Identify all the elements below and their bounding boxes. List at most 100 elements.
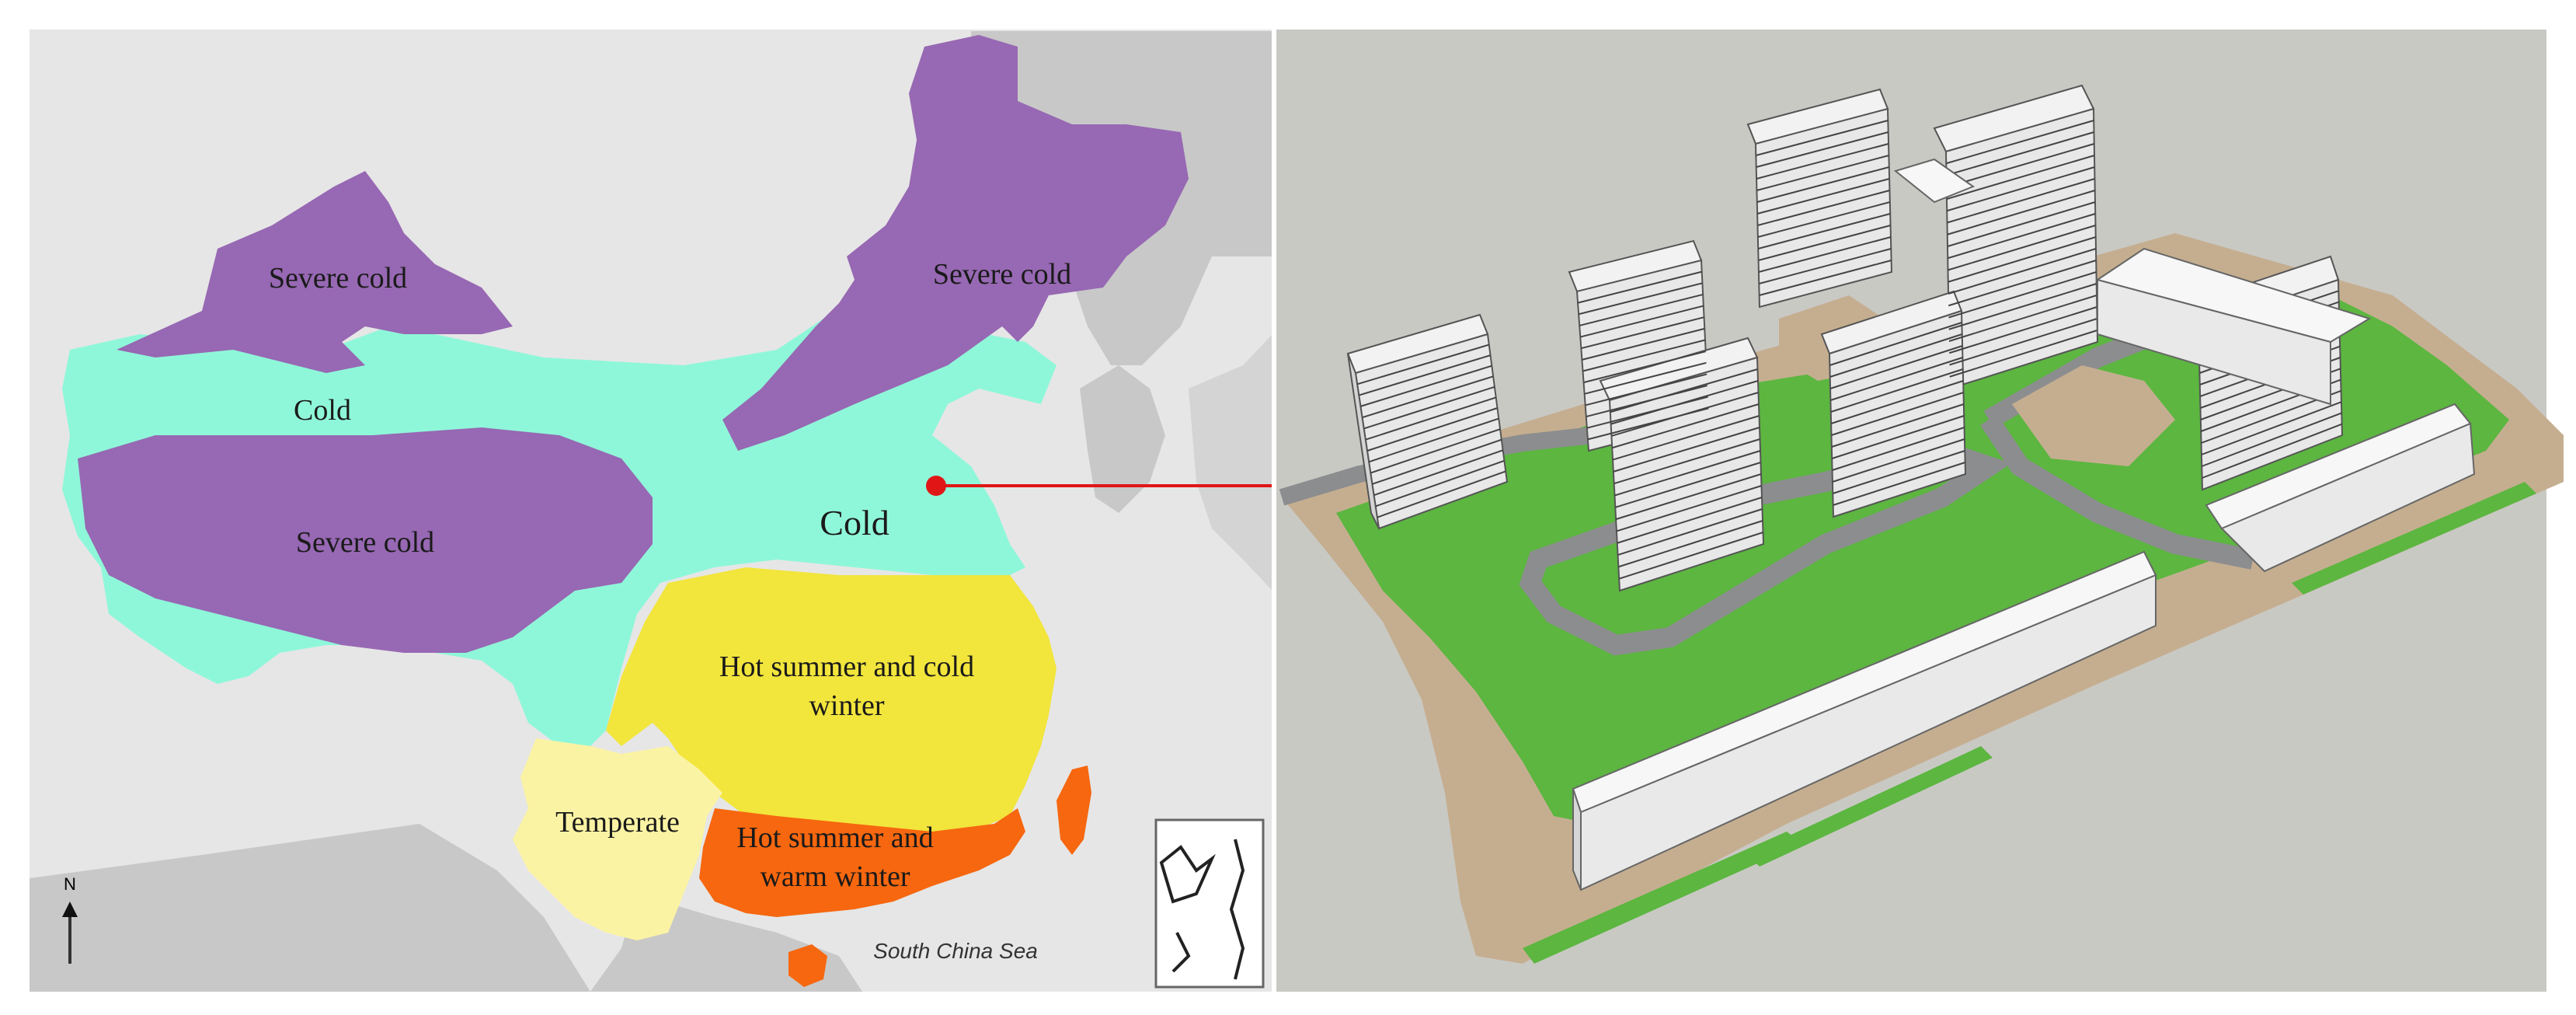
floor-line xyxy=(1583,351,1706,384)
floor-line xyxy=(1947,201,2096,247)
floor-line xyxy=(1618,520,1763,568)
floor-line xyxy=(1948,271,2097,319)
floor-line xyxy=(1362,375,1494,419)
floor-line xyxy=(1368,417,1499,463)
floor-line xyxy=(1610,380,1759,425)
floor-line xyxy=(1373,449,1503,497)
floor-line xyxy=(1757,213,1891,249)
map-region-temperate xyxy=(513,738,722,940)
road-loop-west xyxy=(1519,440,2012,656)
building-slab-east xyxy=(2205,403,2476,573)
north-arrow: N xyxy=(62,874,78,964)
floor-line xyxy=(1759,248,1892,284)
floor-line xyxy=(1948,225,2096,271)
floor-line xyxy=(1756,131,1888,168)
floor-line xyxy=(1946,131,2094,176)
floor-line xyxy=(1946,155,2095,200)
floor-line xyxy=(1582,339,1706,372)
building-slab-northeast xyxy=(2095,247,2372,406)
floor-line xyxy=(1947,213,2096,260)
floor-line xyxy=(1581,316,1704,350)
floor-line xyxy=(1614,450,1761,497)
floor-line xyxy=(1948,306,2097,354)
floor-line xyxy=(2202,423,2343,479)
floor-line xyxy=(1831,415,1965,459)
floor-line xyxy=(1580,305,1704,338)
floor-line xyxy=(1375,459,1505,508)
grass-strip-bottom xyxy=(1523,832,1802,964)
building-slab-front xyxy=(1572,550,2157,891)
floor-line xyxy=(1832,427,1965,471)
label-cold-northwest: Cold xyxy=(294,394,351,427)
floor-line xyxy=(1758,225,1891,261)
floor-line xyxy=(1829,333,1963,378)
floor-line xyxy=(1947,190,2096,235)
floor-line xyxy=(1577,270,1702,304)
japan-islands xyxy=(1189,334,1272,591)
korea-peninsula xyxy=(1080,365,1165,513)
label-hot-summer-cold-winter-line1: Hot summer and cold xyxy=(719,651,974,683)
floor-line xyxy=(1756,178,1890,215)
north-arrow-label: N xyxy=(64,874,76,894)
floor-line xyxy=(1366,407,1498,452)
floor-line xyxy=(1830,368,1964,413)
label-hot-summer-cold-winter-line2: winter xyxy=(809,689,884,722)
building-tower-a xyxy=(1346,313,1509,530)
floor-line xyxy=(1582,327,1705,361)
floor-line xyxy=(1618,532,1763,580)
label-severe-cold-west: Severe cold xyxy=(269,262,407,295)
floor-line xyxy=(1585,373,1707,406)
floor-line xyxy=(1578,282,1703,316)
floor-line xyxy=(1579,293,1704,326)
floor-line xyxy=(1613,427,1760,473)
floor-line xyxy=(1948,236,2097,283)
map-region-severe-cold-plateau xyxy=(78,427,653,653)
floor-line xyxy=(1610,368,1758,413)
floor-line xyxy=(1829,345,1963,389)
label-cold-north: Cold xyxy=(820,503,889,542)
floor-line xyxy=(1611,403,1760,449)
floor-line xyxy=(1948,248,2097,295)
floor-line xyxy=(1948,260,2097,307)
floor-line xyxy=(1363,385,1495,430)
location-marker xyxy=(926,476,946,496)
floor-line xyxy=(1756,143,1889,180)
floor-line xyxy=(1617,508,1763,556)
floor-line xyxy=(1831,403,1965,448)
floor-line xyxy=(1377,470,1506,518)
floor-line xyxy=(1833,462,1965,506)
map-island-hainan xyxy=(788,944,827,987)
map-region-hot-summer-cold-winter xyxy=(606,567,1057,839)
floor-line xyxy=(1756,155,1889,191)
site-model-view xyxy=(1276,30,2564,992)
floor-line xyxy=(1830,357,1963,401)
label-severe-cold-plateau: Severe cold xyxy=(296,526,434,559)
floor-line xyxy=(1948,295,2097,342)
floor-line xyxy=(1759,260,1892,296)
label-severe-cold-northeast: Severe cold xyxy=(933,258,1071,291)
floor-line xyxy=(1946,143,2095,188)
floor-line xyxy=(1612,415,1760,461)
floor-line xyxy=(1372,438,1502,485)
floor-line xyxy=(1613,438,1760,485)
floor-line xyxy=(1611,392,1759,437)
map-region-severe-cold-west xyxy=(117,171,513,373)
floor-line xyxy=(1831,392,1964,436)
floor-line xyxy=(1365,396,1497,441)
floor-line xyxy=(1832,438,1965,483)
floor-line xyxy=(1830,380,1964,424)
floor-line xyxy=(1615,473,1762,521)
floor-line xyxy=(1757,190,1890,226)
floor-line xyxy=(1946,166,2095,212)
grass-strip-right xyxy=(2292,482,2536,595)
floor-line xyxy=(1949,330,2098,378)
map-island-taiwan xyxy=(1057,766,1091,855)
floor-line xyxy=(1370,428,1501,474)
floor-line xyxy=(1358,354,1491,396)
floor-line xyxy=(1360,364,1492,407)
climate-zone-map: N Severe cold Severe cold Cold Severe co… xyxy=(30,30,1326,992)
label-south-china-sea: South China Sea xyxy=(873,939,1038,963)
floor-line xyxy=(1617,497,1763,544)
building-slab-north xyxy=(1893,158,1976,204)
